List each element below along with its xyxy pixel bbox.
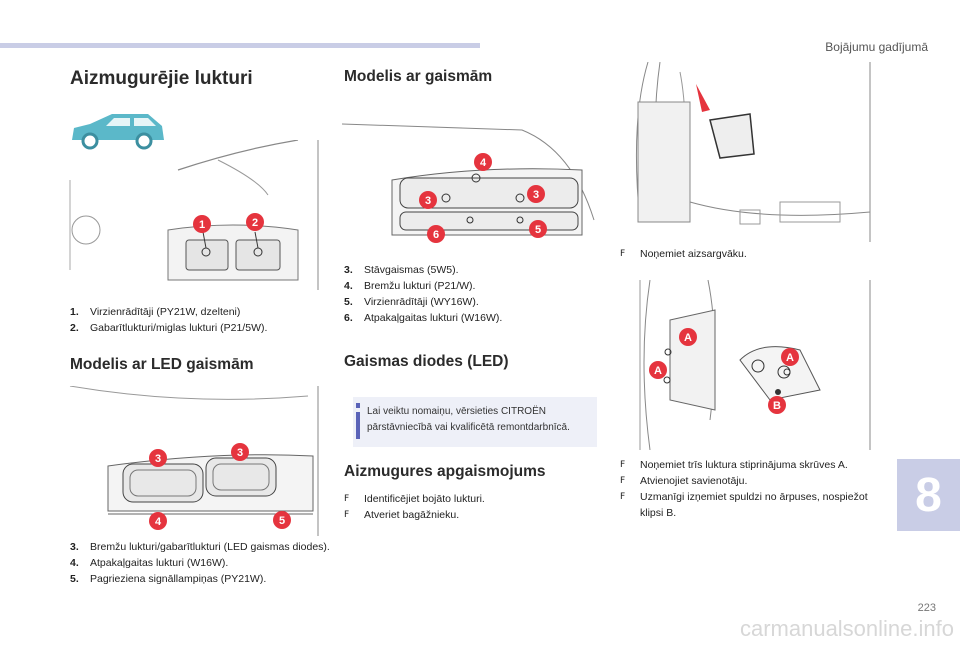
- rear-lamp-figure: 1 2: [69, 140, 319, 290]
- svg-text:4: 4: [155, 516, 162, 528]
- svg-text:A: A: [684, 332, 692, 344]
- callout-marker: A: [781, 348, 799, 366]
- cover-removal-figure: [635, 62, 871, 242]
- callout-marker: 4: [474, 153, 492, 171]
- list-item: 4.Atpakaļgaitas lukturi (W16W).: [70, 557, 229, 569]
- callout-marker: 1: [193, 215, 211, 233]
- callout-marker: 3: [231, 443, 249, 461]
- info-note: Lai veiktu nomaiņu, vērsieties CITROËN p…: [353, 397, 597, 447]
- callout-marker: 3: [149, 449, 167, 467]
- callout-marker: 3: [527, 185, 545, 203]
- section-heading: Modelis ar LED gaismām: [70, 356, 254, 373]
- list-item: 6.Atpakaļgaitas lukturi (W16W).: [344, 312, 503, 324]
- lamp-removal-figure: A A A B: [639, 280, 871, 450]
- list-item: 3.Stāvgaismas (5W5).: [344, 264, 459, 276]
- section-title: Bojājumu gadījumā: [825, 40, 928, 54]
- page-title: Aizmugurējie lukturi: [70, 68, 253, 89]
- svg-text:2: 2: [252, 217, 258, 229]
- callout-marker: A: [679, 328, 697, 346]
- svg-text:4: 4: [480, 157, 487, 169]
- info-icon: [356, 403, 360, 439]
- svg-text:A: A: [654, 365, 662, 377]
- list-item: 4.Bremžu lukturi (P21/W).: [344, 280, 476, 292]
- callout-marker: 3: [419, 191, 437, 209]
- section-heading: Modelis ar gaismām: [344, 68, 493, 85]
- svg-text:B: B: [773, 400, 781, 412]
- svg-text:5: 5: [279, 515, 285, 527]
- watermark: carmanualsonline.info: [739, 616, 954, 641]
- callout-marker: A: [649, 361, 667, 379]
- led-bulb-list: 3.Bremžu lukturi/gabarītlukturi (LED gai…: [70, 539, 330, 587]
- callout-marker: B: [768, 396, 786, 414]
- svg-text:5: 5: [535, 224, 541, 236]
- svg-text:1: 1: [199, 219, 205, 231]
- chapter-tab: 8: [897, 459, 960, 531]
- info-note-text: Lai veiktu nomaiņu, vērsieties CITROËN p…: [367, 406, 570, 433]
- list-item: 5.Virzienrādītāji (WY16W).: [344, 296, 479, 308]
- svg-text:3: 3: [237, 447, 243, 459]
- callout-marker: 5: [529, 220, 547, 238]
- list-item: 3.Bremžu lukturi/gabarītlukturi (LED gai…: [70, 541, 330, 553]
- header-accent-bar: [0, 43, 480, 48]
- halogen-lamp-figure: 4 3 3 6 5: [342, 123, 595, 243]
- list-item: 2.Gabarītlukturi/miglas lukturi (P21/5W)…: [70, 322, 268, 334]
- svg-text:3: 3: [533, 189, 539, 201]
- page-number: 223: [917, 602, 936, 614]
- callout-marker: 6: [427, 225, 445, 243]
- callout-marker: 4: [149, 512, 167, 530]
- svg-text:3: 3: [425, 195, 431, 207]
- section-heading: Gaismas diodes (LED): [344, 353, 509, 370]
- led-lamp-figure: 3 3 4 5: [69, 386, 319, 536]
- callout-marker: 5: [273, 511, 291, 529]
- svg-text:A: A: [786, 352, 794, 364]
- section-heading: Aizmugures apgaismojums: [344, 463, 546, 480]
- bulb-list: 1.Virzienrādītāji (PY21W, dzelteni) 2.Ga…: [70, 304, 330, 336]
- svg-text:6: 6: [433, 229, 439, 241]
- halogen-bulb-list: 3.Stāvgaismas (5W5). 4.Bremžu lukturi (P…: [344, 262, 594, 326]
- svg-text:3: 3: [155, 453, 161, 465]
- car-side-icon: [72, 114, 164, 150]
- callout-marker: 2: [246, 213, 264, 231]
- list-item: 1.Virzienrādītāji (PY21W, dzelteni): [70, 306, 241, 318]
- list-item: 5.Pagrieziena signāllampiņas (PY21W).: [70, 573, 267, 585]
